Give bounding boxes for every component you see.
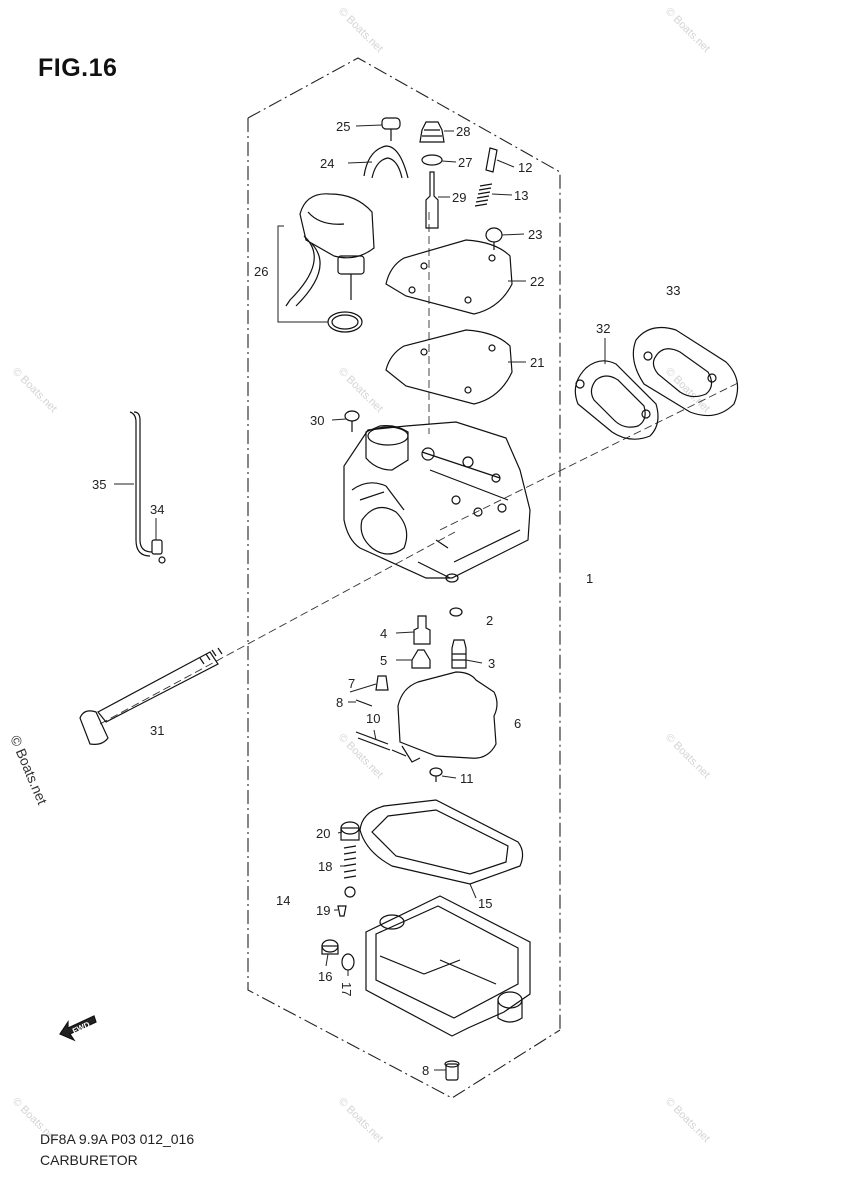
figure-title: FIG.16 bbox=[38, 54, 118, 82]
nozzle-5 bbox=[411, 649, 431, 669]
assembly-lines bbox=[99, 212, 741, 725]
pin-8 bbox=[355, 699, 373, 707]
callout-21: 21 bbox=[530, 355, 544, 370]
spring-18 bbox=[343, 845, 357, 879]
callout-1: 1 bbox=[586, 571, 593, 586]
callout-27: 27 bbox=[458, 155, 472, 170]
leader-lines bbox=[114, 124, 606, 1071]
screw-23 bbox=[485, 227, 503, 250]
bolt-31 bbox=[79, 647, 223, 745]
callout-11: 11 bbox=[460, 771, 474, 786]
watermark-text: © Boats.net bbox=[336, 366, 385, 415]
figure-code: DF8A 9.9A P03 012_016 bbox=[40, 1131, 195, 1147]
screw-25 bbox=[381, 117, 401, 141]
insulator-33 bbox=[632, 327, 739, 417]
screw-12 bbox=[485, 147, 498, 173]
spring-13 bbox=[474, 183, 493, 207]
cap-28 bbox=[419, 121, 445, 143]
watermark-text: © Boats.net bbox=[336, 1096, 385, 1145]
callout-33: 33 bbox=[666, 283, 680, 298]
callout-8-bottom: 8 bbox=[422, 1063, 429, 1078]
screw-11 bbox=[429, 767, 443, 782]
callout-22: 22 bbox=[530, 274, 544, 289]
callout-24: 24 bbox=[320, 156, 334, 171]
figure-name: CARBURETOR bbox=[40, 1152, 138, 1168]
callout-5: 5 bbox=[380, 653, 387, 668]
needle-7 bbox=[375, 675, 389, 691]
gasket-22 bbox=[385, 239, 513, 315]
solenoid-26 bbox=[285, 193, 375, 307]
gasket-32 bbox=[574, 360, 659, 440]
callout-34: 34 bbox=[150, 502, 164, 517]
watermark-text: © Boats.net bbox=[10, 366, 59, 415]
clip-34 bbox=[151, 539, 166, 564]
callout-labels: 1 2 3 4 5 6 7 8 8 10 11 12 13 14 15 16 1… bbox=[92, 119, 680, 1078]
callout-7: 7 bbox=[348, 676, 355, 691]
fwd-arrow-icon bbox=[59, 1015, 97, 1042]
screw-16 bbox=[321, 939, 339, 955]
watermark-text: © Boats.net bbox=[663, 732, 712, 781]
callout-25: 25 bbox=[336, 119, 350, 134]
callout-8-top: 8 bbox=[336, 695, 343, 710]
component-drawings bbox=[59, 117, 739, 1081]
callout-17: 17 bbox=[339, 982, 354, 996]
needle-29 bbox=[425, 171, 439, 229]
screw-19 bbox=[337, 905, 347, 917]
callout-12: 12 bbox=[518, 160, 532, 175]
screw-30 bbox=[344, 410, 360, 432]
callout-6: 6 bbox=[514, 716, 521, 731]
callout-14: 14 bbox=[276, 893, 290, 908]
callout-2: 2 bbox=[486, 613, 493, 628]
callout-32: 32 bbox=[596, 321, 610, 336]
callout-26: 26 bbox=[254, 264, 268, 279]
callout-30: 30 bbox=[310, 413, 324, 428]
callout-35: 35 bbox=[92, 477, 106, 492]
callout-15: 15 bbox=[478, 896, 492, 911]
fwd-label: FWD bbox=[71, 1020, 92, 1036]
jet-4 bbox=[413, 615, 431, 645]
carburetor-body-1 bbox=[343, 421, 531, 583]
callout-13: 13 bbox=[514, 188, 528, 203]
hose-35 bbox=[129, 411, 153, 557]
callout-16: 16 bbox=[318, 969, 332, 984]
oring-2 bbox=[449, 607, 463, 617]
float-chamber-14 bbox=[365, 895, 531, 1037]
watermarks: © Boats.net © Boats.net © Boats.net © Bo… bbox=[7, 6, 712, 1145]
callout-18: 18 bbox=[318, 859, 332, 874]
watermark-text: © Boats.net bbox=[663, 6, 712, 55]
bracket-24 bbox=[363, 145, 409, 179]
watermark-text: © Boats.net bbox=[336, 6, 385, 55]
jet-3 bbox=[451, 639, 467, 669]
float-6 bbox=[397, 671, 498, 759]
callout-31: 31 bbox=[150, 723, 164, 738]
callout-3: 3 bbox=[488, 656, 495, 671]
watermark-text-large: © Boats.net bbox=[7, 733, 50, 807]
oring-27 bbox=[421, 154, 443, 166]
gasket-15 bbox=[359, 799, 524, 885]
callout-29: 29 bbox=[452, 190, 466, 205]
gasket-21 bbox=[385, 329, 513, 405]
callout-28: 28 bbox=[456, 124, 470, 139]
pin-10 bbox=[355, 731, 391, 751]
callout-10: 10 bbox=[366, 711, 380, 726]
callout-4: 4 bbox=[380, 626, 387, 641]
washer-17 bbox=[341, 953, 355, 971]
callout-20: 20 bbox=[316, 826, 330, 841]
assembly-boundary bbox=[247, 57, 561, 1099]
callout-23: 23 bbox=[528, 227, 542, 242]
watermark-text: © Boats.net bbox=[663, 1096, 712, 1145]
callout-19: 19 bbox=[316, 903, 330, 918]
plug-20 bbox=[340, 821, 360, 841]
screw-8-bottom bbox=[444, 1060, 460, 1081]
